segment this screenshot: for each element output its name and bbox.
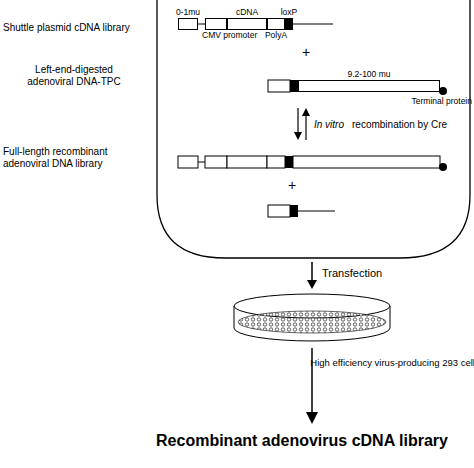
- dna-segment: [293, 156, 440, 168]
- arrow-head: [302, 108, 310, 116]
- dna-line: [298, 211, 335, 212]
- arrow-shaft: [297, 108, 298, 134]
- row-label: Left-end-digested adenoviral DNA-TPC: [18, 64, 130, 87]
- polya-box: PolyA: [267, 18, 285, 30]
- adenovirus-genome-box: 9.2-100 mu: [298, 80, 440, 92]
- promoter-box: CMV promoter: [205, 18, 227, 30]
- loxp-site: [290, 80, 298, 92]
- node-text: cDNA: [236, 8, 258, 17]
- dna-line: [293, 24, 333, 25]
- row-label: Shuttle plasmid cDNA library: [3, 22, 155, 34]
- loxp-site: [285, 156, 293, 168]
- dna-segment: [268, 205, 290, 217]
- dna-segment: [227, 156, 267, 168]
- arrow-shaft: [311, 262, 313, 282]
- dna-line: [198, 162, 205, 163]
- dna-segment: [267, 156, 285, 168]
- row-label: Full-length recombinant adenoviral DNA l…: [3, 146, 135, 169]
- part-label: Terminal protein: [392, 97, 472, 107]
- plus-sign: +: [296, 44, 316, 60]
- cell-layer: [238, 311, 386, 333]
- dish-outline: [232, 292, 392, 344]
- arrow-shaft: [305, 114, 306, 140]
- result-label: Recombinant adenovirus cDNA library: [130, 432, 474, 450]
- node-text: High efficiency virus-producing 293 cell…: [310, 358, 474, 368]
- map-unit-box: 0-1mu: [178, 18, 198, 30]
- plus-sign: +: [282, 177, 302, 193]
- culture-dish: High efficiency virus-producing 293 cell…: [232, 292, 392, 344]
- arrow-head: [294, 132, 302, 140]
- dna-segment: [205, 156, 227, 168]
- dna-line: [198, 24, 205, 25]
- arrow-head: [306, 412, 318, 424]
- step-label: Transfection: [322, 267, 422, 280]
- node-text: 9.2-100 mu: [348, 70, 391, 79]
- node-text: CMV promoter: [202, 31, 257, 40]
- terminal-protein-dot: [439, 163, 447, 171]
- dna-segment: [178, 156, 198, 168]
- arrow-head: [307, 280, 317, 289]
- loxp-site: [290, 205, 298, 217]
- node-text: loxP: [281, 8, 298, 17]
- process-label: recombination by Cre: [352, 119, 472, 131]
- node-text: 0-1mu: [176, 8, 200, 17]
- cdna-box: cDNA: [227, 18, 267, 30]
- dna-segment: [268, 80, 290, 92]
- terminal-protein-dot: [439, 87, 447, 95]
- node-text: PolyA: [265, 31, 287, 40]
- loxp-site: loxP: [285, 18, 293, 30]
